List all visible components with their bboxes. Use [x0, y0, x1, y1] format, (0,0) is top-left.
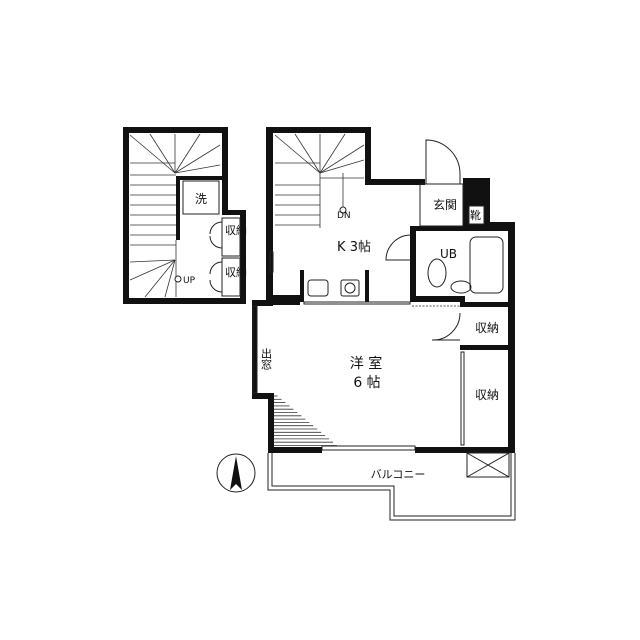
bath-door[interactable] — [385, 234, 411, 261]
stove-icon — [340, 279, 360, 297]
entrance-label: 玄関 — [433, 197, 457, 212]
laundry-label: 洗 — [195, 192, 207, 206]
down-marker — [339, 206, 347, 214]
up-marker — [174, 275, 182, 283]
bay-window-label: 出窓 — [260, 347, 273, 370]
storage-label-4: 収納 — [475, 388, 499, 402]
entrance-door[interactable] — [425, 139, 461, 184]
washbasin-icon — [450, 280, 472, 294]
down-label: DN — [337, 211, 351, 221]
up-label: UP — [183, 276, 196, 286]
western-room-size: 6 帖 — [353, 375, 380, 391]
balcony-label: バルコニー — [371, 468, 426, 481]
upper-floor: 洗 UP 収納 収納 — [123, 127, 247, 304]
stair-hatch — [274, 395, 337, 446]
washer-pan — [182, 180, 220, 215]
storage-label-3: 収納 — [475, 321, 499, 335]
stairs-upper — [129, 133, 221, 298]
sink-icon — [307, 279, 329, 297]
north-arrow-icon — [216, 453, 256, 493]
storage-label-1: 収納 — [225, 224, 247, 237]
storage-label-2: 収納 — [225, 266, 247, 279]
balcony-outline — [267, 453, 516, 521]
stairs-main — [274, 133, 365, 228]
evacuation-hatch — [466, 452, 510, 478]
western-room-label: 洋 室 — [350, 355, 382, 372]
bathtub-icon — [469, 236, 504, 294]
toilet-icon — [427, 258, 447, 288]
shoe-closet-label: 靴 — [470, 208, 481, 222]
kitchen-label: K 3帖 — [337, 240, 371, 255]
room-door[interactable] — [431, 312, 461, 341]
main-floor: DN K 3帖 玄関 靴 UB 収納 収納 出窓 洋 室 6 帖 バルコニー — [252, 127, 516, 521]
unit-bath-label: UB — [440, 247, 457, 261]
